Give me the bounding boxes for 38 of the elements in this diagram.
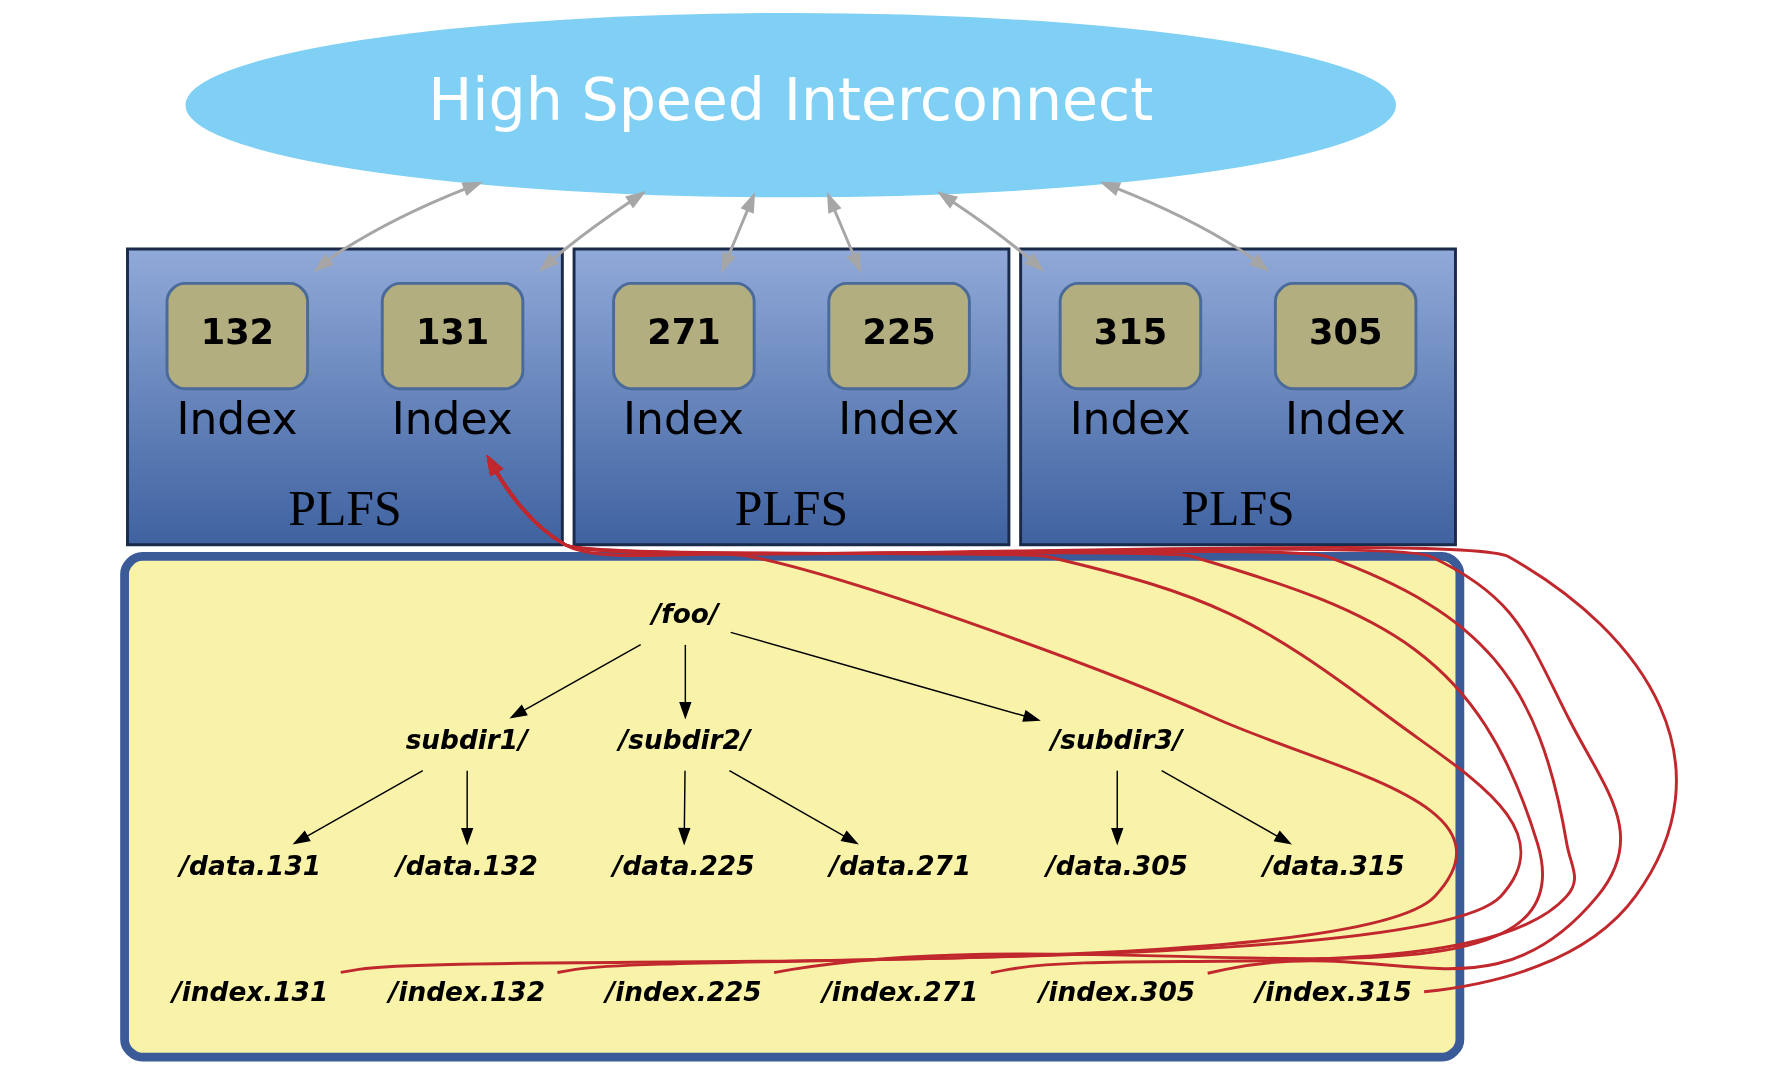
node-label: Index: [1284, 393, 1406, 445]
node-text: /index.315: [1255, 976, 1412, 1007]
node-text: /data.225: [612, 850, 755, 881]
node-label: Index: [838, 393, 960, 445]
node-label: Index: [391, 393, 513, 445]
node-text: /index.271: [822, 976, 979, 1007]
node-text: /subdir2/: [618, 724, 751, 755]
node-text: /data.131: [179, 850, 322, 881]
node-text: /index.131: [172, 976, 329, 1007]
arrow: [538, 191, 647, 272]
arrow: [679, 644, 692, 720]
node-text: /data.132: [396, 850, 538, 881]
node-label: Index: [176, 393, 298, 445]
cluster: [120, 552, 1465, 1062]
node-text: /data.271: [829, 850, 972, 881]
arrow: [678, 770, 691, 846]
node-label: Index: [1069, 393, 1191, 445]
node-text: /index.132: [388, 976, 545, 1007]
arrow: [728, 769, 859, 845]
arrow: [1099, 181, 1270, 273]
arrow: [461, 770, 474, 846]
arrow: [936, 191, 1045, 272]
arrow: [292, 769, 424, 845]
arrow: [1160, 769, 1292, 845]
arrow: [1111, 770, 1124, 846]
arrow: [730, 631, 1041, 722]
arrow: [509, 643, 642, 719]
node-text: /foo/: [651, 598, 719, 629]
node-text: /data.315: [1262, 850, 1405, 881]
node-text: /index.225: [605, 976, 762, 1007]
arrow: [313, 181, 484, 273]
arrow: [721, 192, 756, 274]
node-text: /index.305: [1038, 976, 1196, 1007]
node-text: /data.305: [1046, 850, 1188, 881]
node-label: Index: [623, 393, 744, 445]
arrow: [826, 192, 862, 274]
node-text: /subdir3/: [1050, 724, 1183, 755]
node-text: subdir1/: [405, 724, 528, 755]
